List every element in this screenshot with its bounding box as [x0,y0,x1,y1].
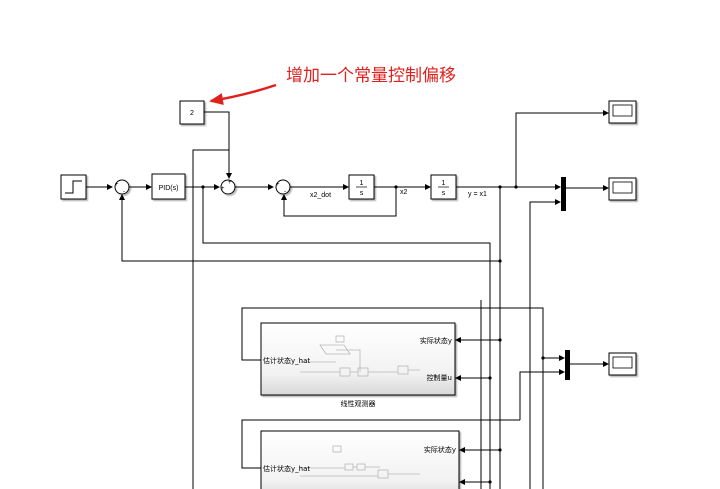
signal-label-x2-dot: x2_dot [310,192,331,199]
observer1-internal-preview [300,335,420,377]
branch-point-obs1-y [498,338,502,342]
sum1-minus-sign: - [123,189,125,195]
integrator2-numerator: 1 [442,180,446,187]
scope-icon [612,356,633,369]
sum2-plus-sign-top: + [228,180,232,186]
pid-block[interactable]: PID(s) [151,173,186,200]
wire-to-mux2-b [519,369,565,420]
wire-y-to-scope1 [515,110,609,187]
step-icon [65,180,82,194]
observer1-port-actual-state: 实际状态y [420,336,452,345]
wire-constant-to-sum2 [204,111,232,179]
signal-label-y-x1: y = x1 [468,191,487,198]
step-block[interactable] [60,174,87,200]
branch-point-obs1-u [488,376,492,380]
sum3-plus-sign: + [276,182,280,188]
integrator1-numerator: 1 [360,180,364,187]
branch-point-obs2-u [488,480,492,484]
scope-block-1[interactable] [608,100,637,124]
annotation-arrow [209,83,277,105]
constant-value: 2 [190,110,194,117]
wire-y-feedback-to-sum1 [119,187,501,262]
pid-label: PID(s) [159,185,179,192]
observer-subsystem-1[interactable]: 估计状态y_hat 实际状态y 控制量u [260,322,456,396]
observer2-internal-preview [300,445,420,479]
wire-observer-estimate-to-mux1 [529,199,561,489]
scope-icon [612,104,633,117]
wire-to-mux2-a [542,355,565,489]
observer2-port-estimate: 估计状态y_hat [263,464,310,473]
constant-block[interactable]: 2 [179,100,205,125]
sum3-minus-sign: - [284,189,286,195]
sum2-plus-sign-left: + [221,186,225,192]
integrator-block-2[interactable]: 1 s [430,174,457,200]
mux-bar-icon[interactable] [565,350,570,380]
wire-u-trunk [202,187,491,489]
observer1-port-estimate: 估计状态y_hat [263,356,310,365]
integrator-block-1[interactable]: 1 s [348,174,375,200]
scope-icon [612,181,633,194]
observer1-port-control: 控制量u [427,373,452,382]
observer1-caption: 线性观测器 [341,399,376,408]
observer-subsystem-2[interactable]: 估计状态y_hat 实际状态y [260,430,460,489]
sum-block-1[interactable]: + - [114,179,130,195]
branch-point-obs2-y [498,448,502,452]
annotation-text: 增加一个常量控制偏移 [286,66,456,86]
signal-label-x2: x2 [400,189,408,196]
integrator2-denominator: s [442,190,446,197]
scope-block-2[interactable] [608,177,637,201]
wire-offset-trunk [192,149,229,489]
wire-observer1-estimate-out [241,307,544,361]
observer2-port-actual-state: 实际状态y [424,445,456,454]
integrator1-denominator: s [360,190,364,197]
branch-point-y-3 [498,259,502,263]
wire-observer2-estimate-out [241,419,520,469]
scope-block-3[interactable] [608,352,637,376]
sum-block-3[interactable]: + - [275,179,291,195]
sum1-plus-sign: + [115,182,119,188]
mux-bar-icon[interactable] [561,177,566,211]
wire-x2-feedback-to-sum3 [281,187,397,217]
sum-block-2[interactable]: + + [220,179,236,195]
